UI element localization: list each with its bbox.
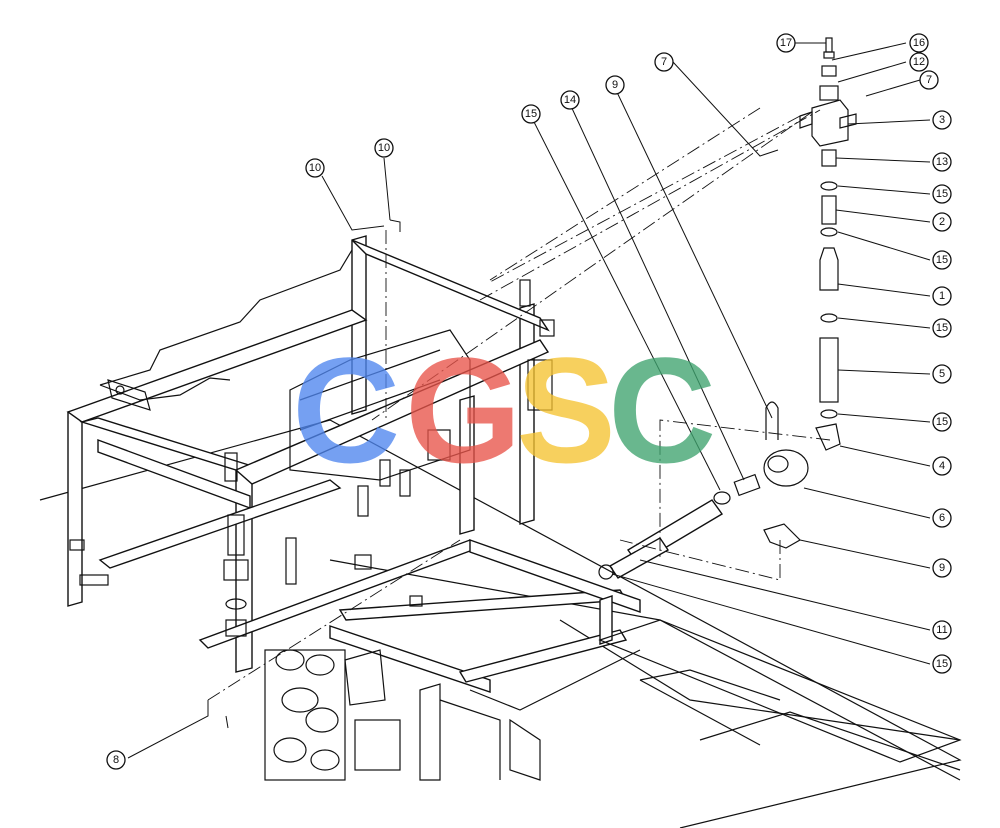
callout-10-left: 10 (305, 158, 325, 178)
callout-15-d: 15 (932, 412, 952, 432)
callout-15-b: 15 (932, 250, 952, 270)
callout-13-label: 13 (936, 156, 948, 168)
callout-15-b-label: 15 (936, 254, 948, 266)
callout-15-f: 15 (521, 104, 541, 124)
callout-9-right-label: 9 (939, 562, 945, 574)
watermark-letter-3: S (516, 326, 616, 494)
callout-8: 8 (106, 750, 126, 770)
callout-10-right: 10 (374, 138, 394, 158)
callout-15-c: 15 (932, 318, 952, 338)
callout-16-label: 16 (913, 37, 925, 49)
callout-9-top: 9 (605, 75, 625, 95)
callout-3: 3 (932, 110, 952, 130)
callout-12-label: 12 (913, 56, 925, 68)
callout-15-f-label: 15 (525, 108, 537, 120)
callout-8-label: 8 (113, 754, 119, 766)
callout-7-top-label: 7 (926, 74, 932, 86)
callout-9-top-label: 9 (612, 79, 618, 91)
callout-13: 13 (932, 152, 952, 172)
callout-5: 5 (932, 364, 952, 384)
callout-6-label: 6 (939, 512, 945, 524)
watermark-letter-4: C (608, 326, 716, 494)
leader-lines (127, 42, 931, 759)
callout-7-top: 7 (919, 70, 939, 90)
callout-10-right-label: 10 (378, 142, 390, 154)
callout-17: 17 (776, 33, 796, 53)
callout-16: 16 (909, 33, 929, 53)
callout-5-label: 5 (939, 368, 945, 380)
callout-12: 12 (909, 52, 929, 72)
callout-7-left-label: 7 (661, 56, 667, 68)
callout-4: 4 (932, 456, 952, 476)
callout-9-right: 9 (932, 558, 952, 578)
watermark-letter-1: C (292, 326, 400, 494)
callout-15-e: 15 (932, 654, 952, 674)
callout-1-label: 1 (939, 290, 945, 302)
machine-frame (39, 235, 962, 828)
callout-6: 6 (932, 508, 952, 528)
callout-1: 1 (932, 286, 952, 306)
pump-assembly (264, 649, 541, 781)
callout-2: 2 (932, 212, 952, 232)
callout-7-left: 7 (654, 52, 674, 72)
fitting-stack (598, 37, 857, 580)
callouts: 17 16 12 7 7 3 13 15 2 15 1 15 5 15 4 6 … (106, 33, 952, 770)
callout-15-e-label: 15 (936, 658, 948, 670)
callout-2-label: 2 (939, 216, 945, 228)
callout-11-label: 11 (936, 624, 947, 636)
callout-15-d-label: 15 (936, 416, 948, 428)
watermark-letter-2: G (405, 326, 522, 494)
callout-3-label: 3 (939, 114, 945, 126)
callout-14-label: 14 (564, 94, 576, 106)
callout-14: 14 (560, 90, 580, 110)
callout-4-label: 4 (939, 460, 945, 472)
callout-10-left-label: 10 (309, 162, 321, 174)
callout-15-a: 15 (932, 184, 952, 204)
callout-15-a-label: 15 (936, 188, 948, 200)
callout-15-c-label: 15 (936, 322, 948, 334)
watermark: C G S C (292, 326, 716, 494)
callout-17-label: 17 (780, 37, 792, 49)
callout-11: 11 (932, 620, 952, 640)
